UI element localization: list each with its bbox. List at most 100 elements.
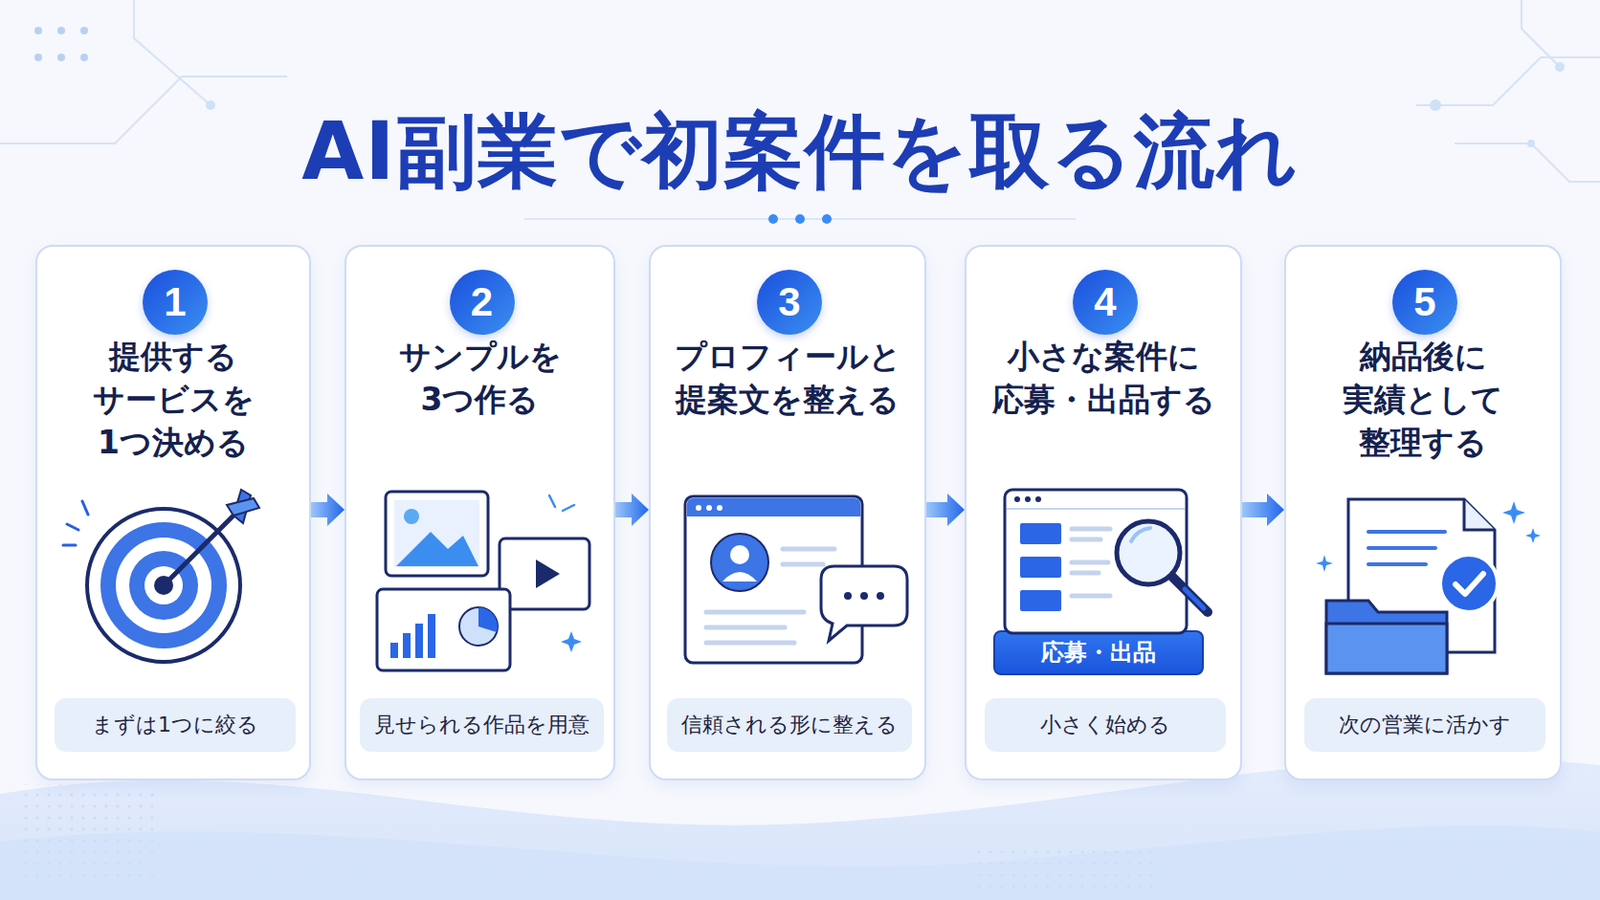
decor-shape — [782, 562, 823, 568]
decor-shape — [730, 545, 750, 565]
decor-shape — [1525, 528, 1541, 544]
decor-shape — [821, 566, 908, 642]
decor-shape — [403, 509, 420, 525]
decor-shape — [1440, 555, 1498, 613]
decor-shape — [385, 491, 489, 577]
decor-shape — [19, 784, 163, 881]
decor-shape — [226, 498, 260, 516]
decor-shape — [1454, 143, 1600, 182]
decor-shape — [706, 549, 835, 644]
decor-shape — [706, 625, 785, 631]
decor-shape — [163, 510, 240, 586]
caption-text: 応募・出品 — [1041, 639, 1156, 667]
decor-shape — [1131, 528, 1151, 542]
decor-shape — [1006, 508, 1185, 511]
step-number: 4 — [1072, 269, 1138, 335]
step-number: 1 — [142, 269, 208, 335]
decor-shape — [1071, 527, 1111, 533]
step-heading: 納品後に 実績として 整理する — [1295, 334, 1551, 465]
decor-shape — [66, 524, 79, 531]
decor-shape — [1521, 0, 1560, 67]
decor-shape — [205, 100, 216, 111]
decor-shape — [394, 500, 480, 568]
step-number-text: 3 — [777, 282, 800, 323]
decor-shape — [695, 505, 723, 512]
caption-pill: 次の営業に活かす — [1304, 698, 1546, 753]
decor-shape — [427, 614, 436, 659]
step-number-text: 2 — [470, 282, 493, 323]
caption-pill: 小さく始める — [984, 698, 1226, 753]
decor-shape — [1368, 532, 1445, 565]
decor-shape — [34, 26, 43, 35]
caption-text: 次の営業に活かす — [1338, 712, 1512, 738]
decor-shape — [1326, 623, 1447, 674]
decor-shape — [560, 631, 582, 653]
decor-shape — [34, 53, 43, 62]
step-number: 2 — [449, 269, 515, 335]
decor-shape — [1326, 600, 1447, 674]
decor-shape — [133, 0, 211, 106]
record-icon — [1315, 499, 1541, 674]
decor-shape — [1024, 496, 1031, 503]
apply-button: 応募・出品 — [993, 630, 1204, 676]
decor-shape — [822, 214, 832, 224]
decor-shape — [1455, 574, 1484, 595]
decor-shape — [782, 547, 835, 553]
step-number-text: 1 — [163, 282, 186, 323]
decor-shape — [34, 26, 89, 62]
flow-arrow — [926, 493, 965, 527]
decor-shape — [1020, 590, 1062, 612]
decor-shape — [1020, 556, 1062, 578]
decor-shape — [1555, 62, 1565, 72]
decor-shape — [63, 501, 89, 546]
decor-shape — [549, 495, 575, 512]
decor-shape — [795, 214, 805, 224]
decor-shape — [87, 509, 241, 663]
flow-arrow — [311, 493, 345, 527]
decor-shape — [695, 505, 702, 512]
decor-shape — [1184, 589, 1204, 609]
decor-shape — [390, 614, 436, 659]
decor-shape — [0, 76, 288, 144]
decor-shape — [535, 559, 560, 589]
decor-shape — [876, 592, 885, 600]
caption-text: 見せられる作品を用意 — [374, 712, 590, 738]
search-icon — [1004, 489, 1208, 634]
decor-shape — [82, 501, 89, 515]
decor-shape — [844, 592, 852, 600]
decor-shape — [1071, 560, 1109, 566]
decor-shape — [415, 623, 423, 659]
decor-shape — [1416, 57, 1600, 106]
step-heading: 小さな案件に 応募・出品する — [976, 334, 1231, 422]
decor-shape — [1429, 99, 1442, 112]
flow-arrow — [1242, 493, 1285, 527]
step-heading: サンプルを 3つ作る — [355, 334, 604, 422]
decor-shape — [57, 26, 66, 35]
diagram-title: AI副業で初案件を取る流れ — [0, 107, 1600, 196]
decor-shape — [1527, 139, 1535, 148]
profile-icon — [685, 496, 908, 664]
decor-shape — [1116, 521, 1180, 585]
caption-pill: 見せられる作品を用意 — [359, 698, 604, 753]
samples-icon — [377, 491, 590, 671]
decor-shape — [1368, 546, 1436, 551]
target-icon — [63, 489, 260, 663]
step-number-text: 5 — [1413, 282, 1436, 323]
decor-shape — [1171, 576, 1208, 613]
caption-pill: まずは1つに絞る — [54, 698, 296, 753]
caption-text: 信頼される形に整える — [681, 712, 898, 738]
decor-shape — [80, 26, 89, 35]
decor-shape — [396, 532, 479, 567]
decor-shape — [1315, 555, 1334, 573]
decor-shape — [1020, 523, 1062, 612]
caption-text: まずは1つに絞る — [91, 712, 259, 738]
caption-pill: 信頼される形に整える — [666, 698, 912, 753]
decor-shape — [402, 633, 411, 659]
decor-shape — [1071, 529, 1111, 597]
step-number: 3 — [756, 269, 823, 335]
step-number-text: 4 — [1093, 282, 1116, 323]
decor-shape — [1502, 501, 1526, 525]
decor-shape — [976, 851, 1158, 890]
